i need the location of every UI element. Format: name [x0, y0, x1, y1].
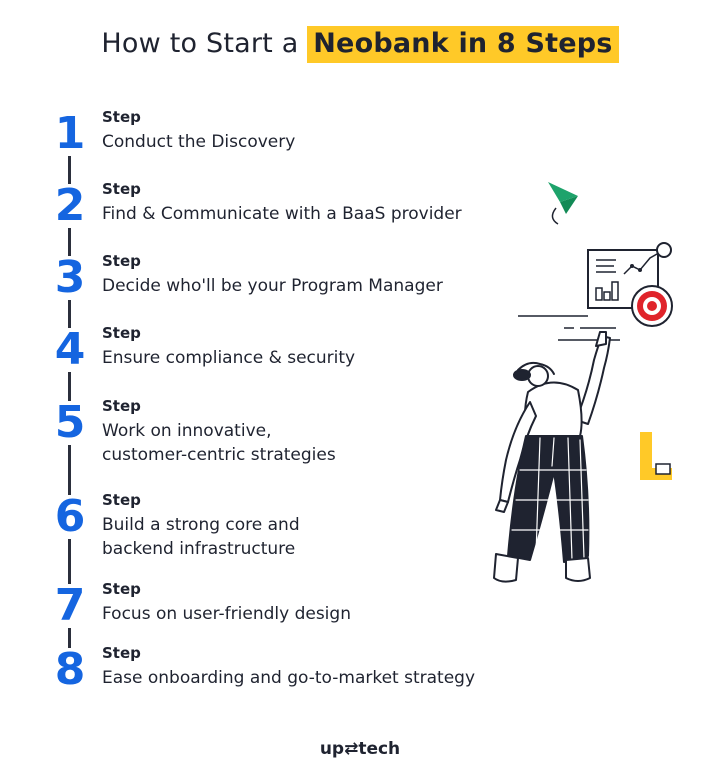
step-text: Conduct the Discovery [102, 132, 296, 152]
step-kicker: Step [102, 252, 141, 270]
step-number: 4 [50, 328, 90, 372]
step-number: 8 [50, 648, 90, 692]
step-text: Focus on user-friendly design [102, 604, 351, 624]
step-text: Build a strong core and backend infrastr… [102, 515, 300, 559]
timeline-line [68, 128, 71, 658]
title-highlight: Neobank in 8 Steps [307, 26, 619, 63]
step-number: 1 [50, 112, 90, 156]
step-text: Ensure compliance & security [102, 348, 356, 368]
step-number: 7 [50, 584, 90, 628]
step-kicker: Step [102, 180, 141, 198]
step-text: Work on innovative, customer-centric str… [102, 421, 336, 465]
step-number: 6 [50, 495, 90, 539]
person-pointing-figure [493, 331, 611, 583]
step-number: 3 [50, 256, 90, 300]
title-prefix: How to Start a [101, 28, 299, 59]
target-icon [631, 285, 673, 327]
page-title: How to Start a Neobank in 8 Steps [0, 26, 720, 63]
corner-bracket-icon [640, 432, 672, 480]
paper-plane-icon [548, 182, 578, 225]
step-text: Decide who'll be your Program Manager [102, 276, 443, 296]
step-kicker: Step [102, 580, 141, 598]
step-kicker: Step [102, 108, 141, 126]
brand-logo: up⇄tech [319, 739, 401, 759]
step-text: Find & Communicate with a BaaS provider [102, 204, 462, 224]
step-text: Ease onboarding and go-to-market strateg… [102, 668, 476, 688]
step-kicker: Step [102, 644, 141, 662]
step-kicker: Step [102, 397, 141, 415]
step-kicker: Step [102, 491, 141, 509]
illustration [493, 182, 673, 583]
step-number: 5 [50, 401, 90, 445]
step-number: 2 [50, 184, 90, 228]
step-kicker: Step [102, 324, 141, 342]
